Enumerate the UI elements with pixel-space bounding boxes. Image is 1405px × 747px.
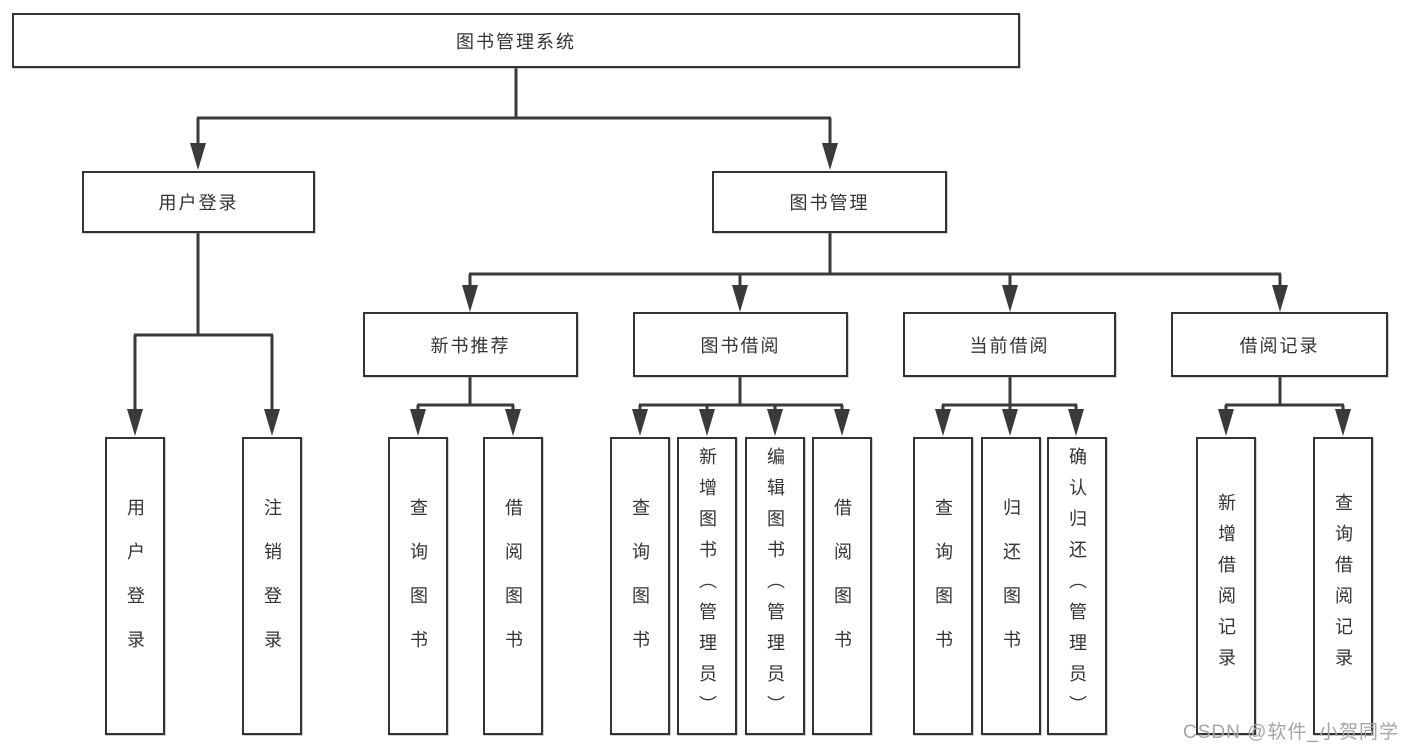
node-book-management-label: 图书管理: [789, 193, 870, 213]
node-current-borrow: 当前借阅: [903, 312, 1116, 377]
node-new-book-recommend: 新书推荐: [363, 312, 578, 377]
node-book-borrow-label: 图书借阅: [700, 335, 781, 356]
leaf-logout-label: 注销登录: [262, 498, 282, 674]
leaf-query-borrow-record: 查询借阅记录: [1313, 437, 1373, 735]
leaf-borrow-book-label: 借阅图书: [832, 498, 852, 674]
leaf-confirm-return-admin-label: 确认归还（管理员）: [1067, 446, 1087, 726]
node-borrow-records-label: 借阅记录: [1239, 335, 1320, 356]
leaf-query-books-borrow: 查询图书: [610, 437, 670, 735]
leaf-query-books-current: 查询图书: [913, 437, 973, 735]
leaf-user-login: 用户登录: [105, 437, 165, 735]
node-user-login: 用户登录: [82, 171, 315, 233]
leaf-add-borrow-record: 新增借阅记录: [1196, 437, 1256, 735]
node-root-label: 图书管理系统: [456, 31, 576, 52]
node-borrow-records: 借阅记录: [1171, 312, 1388, 377]
leaf-add-book-admin: 新增图书（管理员）: [677, 437, 737, 735]
leaf-borrow-books-recommend: 借阅图书: [483, 437, 543, 735]
leaf-return-book: 归还图书: [981, 437, 1041, 735]
leaf-edit-book-admin: 编辑图书（管理员）: [745, 437, 805, 735]
leaf-return-book-label: 归还图书: [1001, 498, 1021, 674]
leaf-confirm-return-admin: 确认归还（管理员）: [1047, 437, 1107, 735]
leaf-query-books-current-label: 查询图书: [933, 498, 953, 674]
node-new-book-recommend-label: 新书推荐: [430, 335, 511, 356]
leaf-add-book-admin-label: 新增图书（管理员）: [697, 446, 717, 726]
leaf-borrow-books-recommend-label: 借阅图书: [503, 498, 523, 674]
leaf-add-borrow-record-label: 新增借阅记录: [1216, 493, 1236, 679]
leaf-query-borrow-record-label: 查询借阅记录: [1333, 493, 1353, 679]
node-current-borrow-label: 当前借阅: [969, 335, 1050, 356]
node-user-login-label: 用户登录: [158, 193, 239, 213]
leaf-user-login-label: 用户登录: [125, 498, 145, 674]
node-book-borrow: 图书借阅: [633, 312, 848, 377]
leaf-query-books-borrow-label: 查询图书: [630, 498, 650, 674]
leaf-edit-book-admin-label: 编辑图书（管理员）: [765, 446, 785, 726]
leaf-logout: 注销登录: [242, 437, 302, 735]
leaf-borrow-book: 借阅图书: [812, 437, 872, 735]
leaf-query-books-recommend: 查询图书: [388, 437, 448, 735]
leaf-query-books-recommend-label: 查询图书: [408, 498, 428, 674]
node-book-management: 图书管理: [712, 171, 947, 233]
node-root: 图书管理系统: [12, 13, 1020, 68]
csdn-watermark: CSDN @软件_小贺同学: [1183, 722, 1399, 743]
